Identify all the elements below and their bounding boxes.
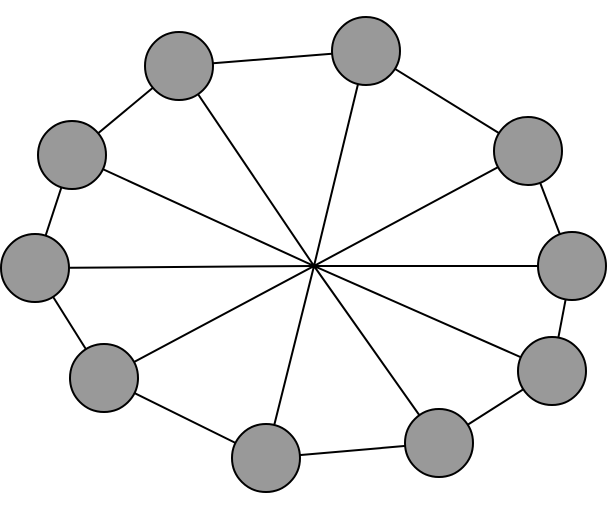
nodes-layer: [0, 16, 607, 493]
spoke-edge: [313, 265, 553, 372]
spoke-edge: [313, 150, 529, 267]
spoke-edge: [103, 265, 315, 379]
graph-node: [37, 120, 107, 190]
graph-node: [404, 408, 474, 478]
graph-node: [69, 343, 139, 413]
spoke-edge: [313, 265, 440, 444]
spoke-edge: [71, 154, 315, 267]
spoke-edge: [178, 65, 315, 267]
graph-node: [537, 231, 607, 301]
spoke-edge: [34, 265, 315, 269]
graph-node: [493, 116, 563, 186]
spoke-edge: [313, 50, 367, 267]
graph-node: [231, 423, 301, 493]
graph-node: [517, 336, 587, 406]
graph-node: [0, 233, 70, 303]
graph-node: [144, 31, 214, 101]
graph-node: [331, 16, 401, 86]
